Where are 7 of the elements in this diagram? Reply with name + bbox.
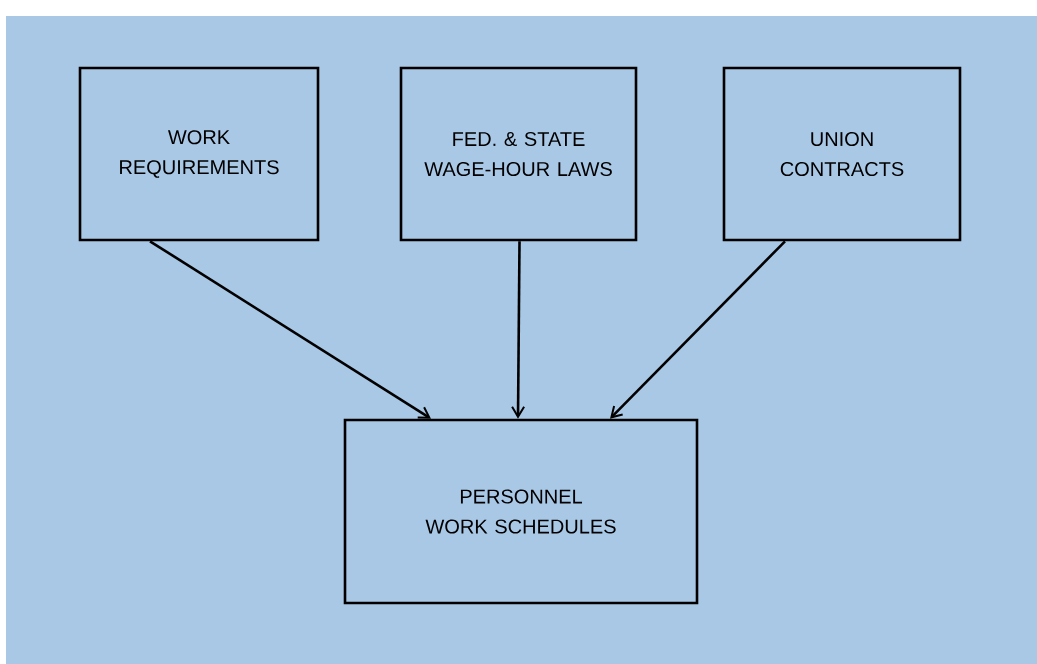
process-box: FED. & STATE WAGE-HOUR LAWS bbox=[399, 66, 638, 242]
arrow bbox=[511, 241, 526, 419]
process-box: WORK REQUIREMENTS bbox=[78, 66, 320, 242]
arrow bbox=[610, 240, 786, 419]
process-box: UNION CONTRACTS bbox=[722, 66, 962, 242]
process-box: PERSONNEL WORK SCHEDULES bbox=[343, 418, 699, 605]
arrow bbox=[149, 240, 431, 419]
